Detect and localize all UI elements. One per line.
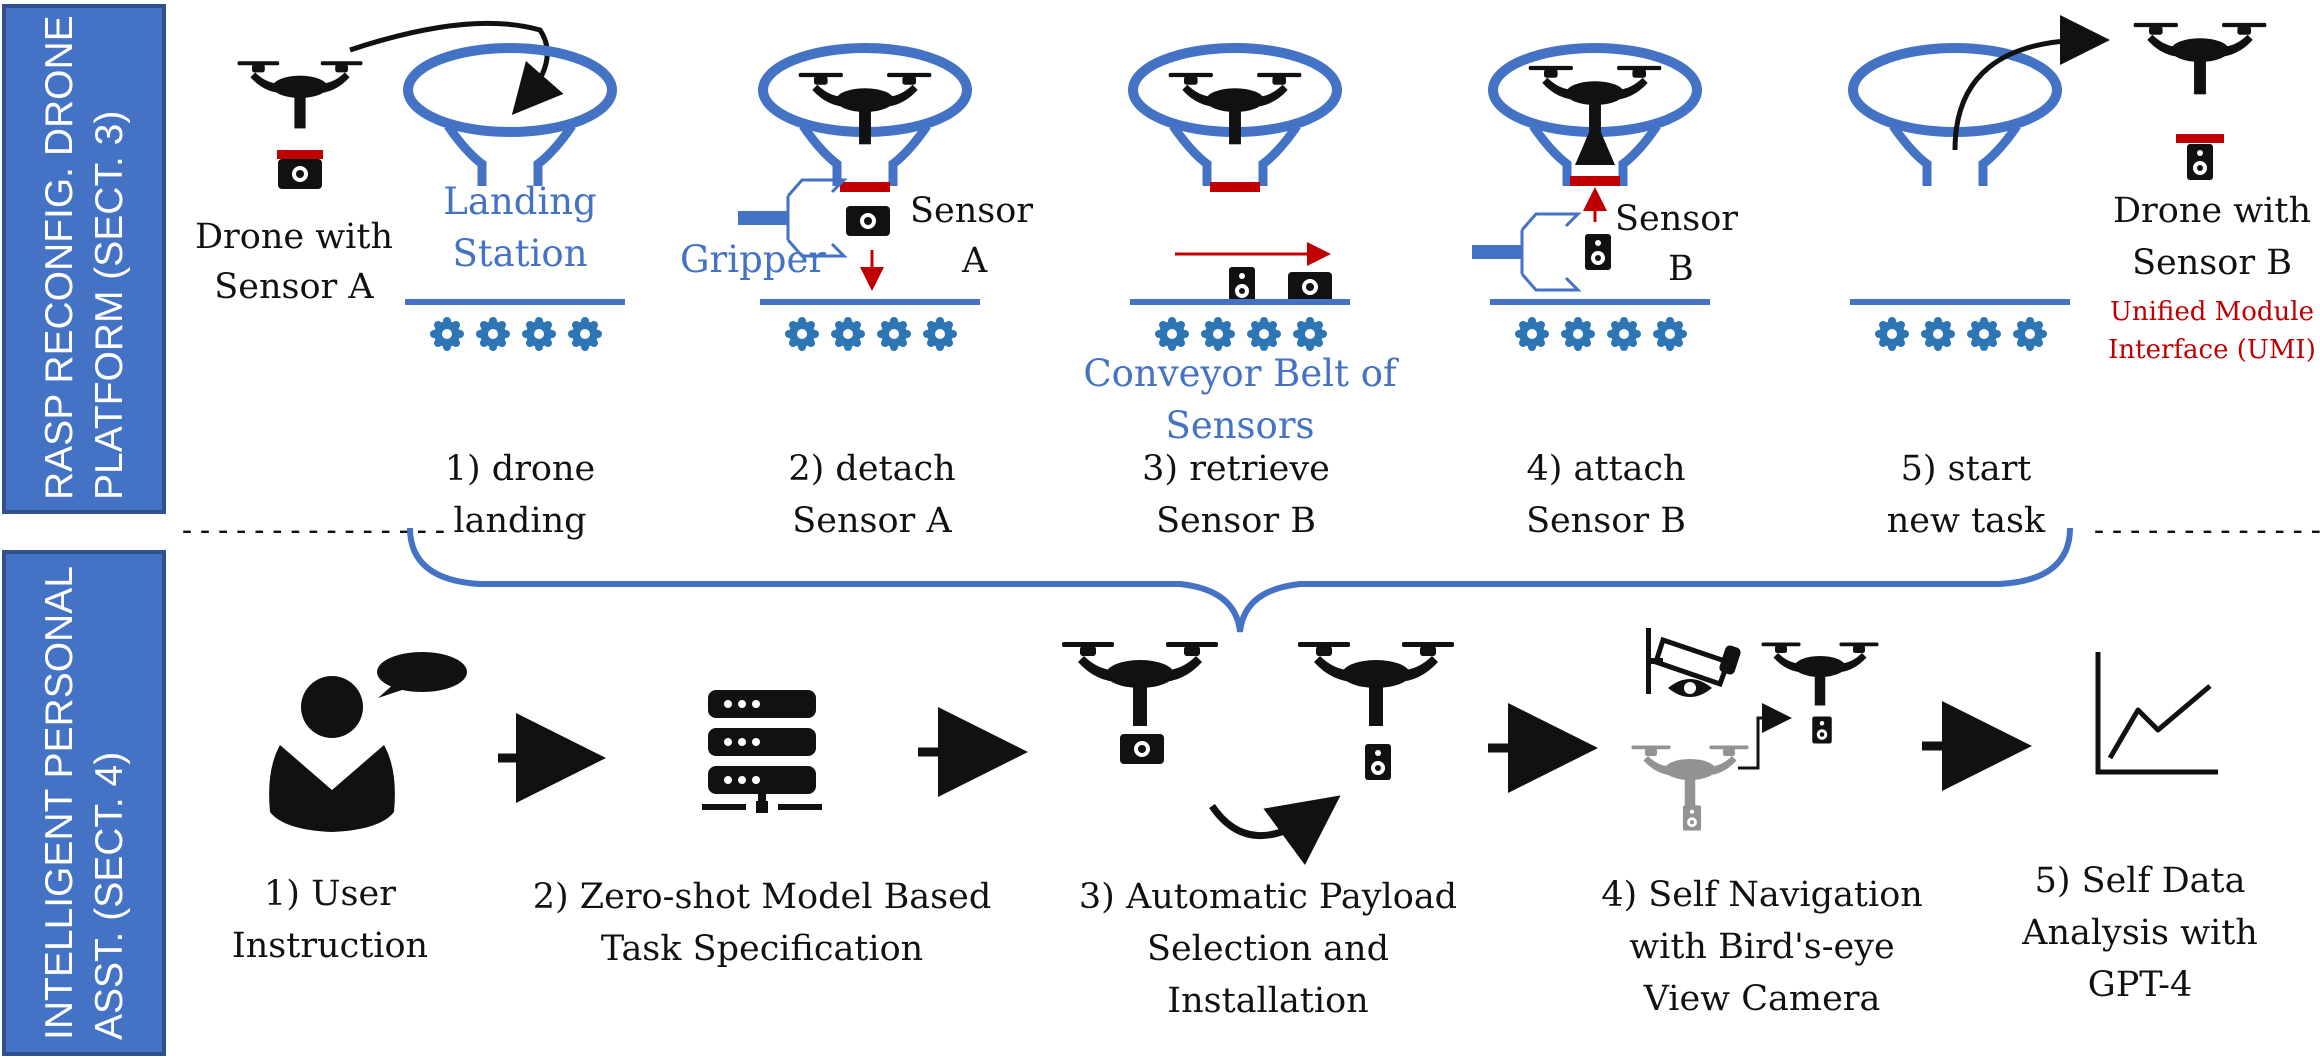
server-icon <box>702 690 822 813</box>
umi-plate <box>277 150 323 159</box>
drone-icon <box>1168 72 1302 145</box>
conveyor-label-line-1: Conveyor Belt of <box>1083 352 1399 395</box>
drone-icon <box>237 61 363 129</box>
landing-station-icon <box>408 48 612 186</box>
conveyor-label-line-2: Sensors <box>1165 404 1314 447</box>
sensor-b-label-line-1: Sensor <box>1615 199 1738 239</box>
bottom-step-1-line-2: Instruction <box>232 926 428 966</box>
conveyor-icon <box>760 299 980 351</box>
sensor-camera-icon <box>1288 272 1332 302</box>
sensor-camera-icon <box>278 159 322 189</box>
sensor-b-label-line-2: B <box>1668 249 1694 289</box>
bottom-step-4-line-1: 4) Self Navigation <box>1601 875 1923 915</box>
swap-arrow <box>1209 795 1341 866</box>
sensor-speaker-icon <box>2187 144 2213 180</box>
sensor-speaker-icon <box>1682 805 1702 831</box>
bottom-step-1-line-1: 1) User <box>264 874 396 914</box>
side-panel-top-line-1: RASP RECONFIG. DRONE <box>38 15 81 500</box>
side-panel-top-line-2: PLATFORM (SECT. 3) <box>88 111 131 500</box>
top-step-3-line-2: Sensor B <box>1156 501 1316 541</box>
top-step-4-line-1: 4) attach <box>1526 449 1685 489</box>
bottom-step-3-line-1: 3) Automatic Payload <box>1079 877 1457 917</box>
dash-separator-right: --------------- <box>2090 513 2320 548</box>
bottom-step-5-line-1: 5) Self Data <box>2035 861 2246 901</box>
bottom-step-4-line-2: with Bird's-eye <box>1629 927 1895 967</box>
sensor-a-label-line-2: A <box>961 241 988 281</box>
top-step-1-line-2: landing <box>453 501 586 541</box>
drone-b-label-line-1: Drone with <box>2113 191 2311 231</box>
umi-label-line-1: Unified Module <box>2110 297 2314 327</box>
bottom-step-5-line-2: Analysis with <box>2021 913 2258 953</box>
brace <box>407 527 2073 633</box>
side-panel-top: RASP RECONFIG. DRONE PLATFORM (SECT. 3) <box>2 4 166 514</box>
gripper-icon <box>1470 212 1580 292</box>
sensor-speaker-icon <box>1812 716 1832 744</box>
bottom-step-5-line-3: GPT-4 <box>2088 965 2192 1005</box>
sensor-camera-icon <box>846 206 890 236</box>
sensor-a-label-line-1: Sensor <box>910 191 1033 231</box>
sensor-speaker-icon <box>1585 234 1611 270</box>
drone-a-label-line-2: Sensor A <box>214 267 374 307</box>
conveyor-icon <box>1850 299 2070 351</box>
bottom-step-2-line-2: Task Specification <box>601 929 923 969</box>
bottom-step-4-line-3: View Camera <box>1643 979 1881 1019</box>
umi-plate <box>840 182 890 192</box>
bottom-step-3-line-2: Selection and <box>1147 929 1389 969</box>
sensor-speaker-icon <box>1365 744 1391 780</box>
landing-station-label-line-2: Station <box>452 232 587 275</box>
top-step-4-line-2: Sensor B <box>1526 501 1686 541</box>
drone-b-label-line-2: Sensor B <box>2132 243 2292 283</box>
side-panel-bottom-line-1: INTELLIGENT PERSONAL <box>38 566 81 1040</box>
stage-5-drone <box>2133 22 2267 180</box>
top-step-5-line-1: 5) start <box>1901 449 2032 489</box>
conveyor-icon <box>1490 299 1710 351</box>
takeoff-arrow <box>1952 15 2110 151</box>
top-step-2-line-1: 2) detach <box>788 449 955 489</box>
landing-station-icon <box>1853 48 2057 186</box>
drone-icon <box>1761 642 1879 706</box>
user-icon <box>269 652 467 832</box>
top-step-1-line-1: 1) drone <box>445 449 596 489</box>
landing-station-label-line-1: Landing <box>443 180 597 223</box>
drone-icon <box>1062 642 1218 726</box>
conveyor-icon <box>405 299 625 351</box>
conveyor-icon <box>1130 299 1350 351</box>
sensor-camera-icon <box>1120 734 1164 764</box>
bottom-step-2-line-1: 2) Zero-shot Model Based <box>533 877 992 917</box>
drone-icon <box>1298 642 1454 726</box>
gripper-label: Gripper <box>680 238 826 281</box>
top-step-2-line-2: Sensor A <box>792 501 952 541</box>
dash-separator-left: --------------- <box>178 513 449 548</box>
line-chart-icon <box>2095 652 2218 775</box>
landing-arrow <box>349 20 564 116</box>
drone-icon <box>2133 22 2267 95</box>
side-panel-bottom-line-2: ASST. (SECT. 4) <box>88 752 131 1040</box>
umi-plate <box>1210 182 1260 192</box>
cctv-icon <box>1646 628 1741 697</box>
drone-ghost <box>1631 745 1749 831</box>
umi-plate <box>1570 176 1620 186</box>
speech-bubble-icon <box>377 652 467 692</box>
top-step-3-line-1: 3) retrieve <box>1142 449 1330 489</box>
sensor-speaker-icon <box>1229 267 1255 303</box>
stage-1-drone <box>237 61 363 189</box>
bottom-step-3-line-3: Installation <box>1167 981 1368 1021</box>
side-panel-bottom: INTELLIGENT PERSONAL ASST. (SECT. 4) <box>2 550 166 1056</box>
drone-icon <box>1631 745 1749 809</box>
drone-a-label-line-1: Drone with <box>195 217 393 257</box>
drone-icon <box>798 72 932 145</box>
umi-label-line-2: Interface (UMI) <box>2108 335 2316 365</box>
navigate-arrow <box>1738 703 1792 770</box>
umi-plate <box>2176 134 2224 143</box>
top-step-5-line-2: new task <box>1887 501 2046 541</box>
